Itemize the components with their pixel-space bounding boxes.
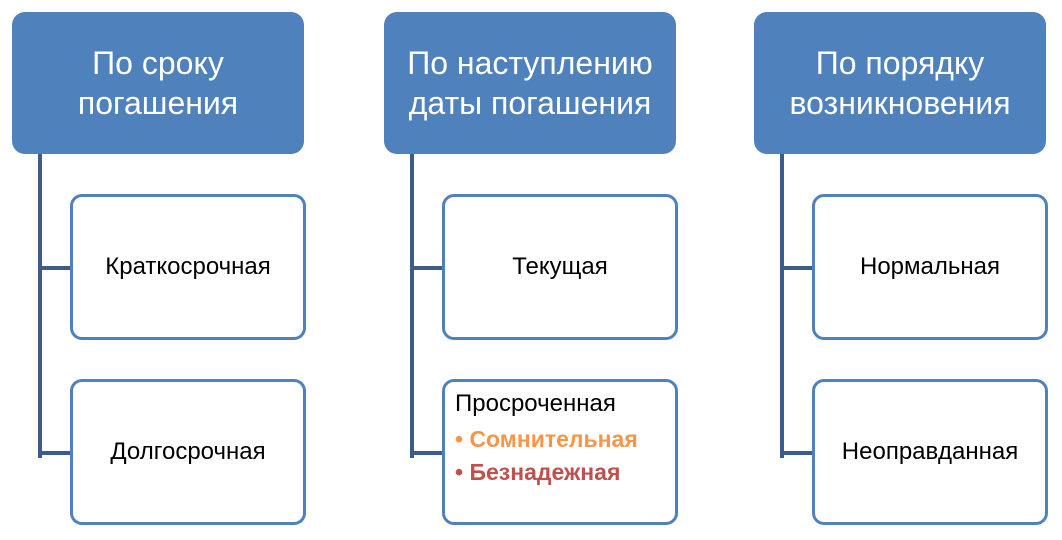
connector-vertical (780, 154, 784, 458)
card-overdue: Просроченная • Сомнительная • Безнадежна… (442, 379, 678, 525)
overdue-title: Просроченная (455, 390, 616, 417)
group-header-maturity: По сроку погашения (12, 12, 304, 154)
card-long-term: Долгосрочная (70, 379, 306, 525)
bullet-doubtful: • Сомнительная (455, 426, 638, 452)
connector-branch (780, 266, 813, 270)
connector-branch (38, 266, 71, 270)
group-header-due-date: По наступлению даты погашения (384, 12, 676, 154)
card-current: Текущая (442, 194, 678, 340)
connector-branch (780, 451, 813, 455)
bullet-bad: • Безнадежная (455, 459, 621, 485)
group-due-date: По наступлению даты погашения Текущая Пр… (384, 0, 680, 540)
connector-branch (410, 266, 443, 270)
card-short-term: Краткосрочная (70, 194, 306, 340)
connector-vertical (410, 154, 414, 458)
connector-branch (410, 451, 443, 455)
connector-branch (38, 451, 71, 455)
card-normal: Нормальная (812, 194, 1048, 340)
group-maturity: По сроку погашения Краткосрочная Долгоср… (12, 0, 308, 540)
card-unjustified: Неоправданная (812, 379, 1048, 525)
group-header-origin: По порядку возникновения (754, 12, 1046, 154)
connector-vertical (38, 154, 42, 458)
group-origin: По порядку возникновения Нормальная Неоп… (754, 0, 1050, 540)
